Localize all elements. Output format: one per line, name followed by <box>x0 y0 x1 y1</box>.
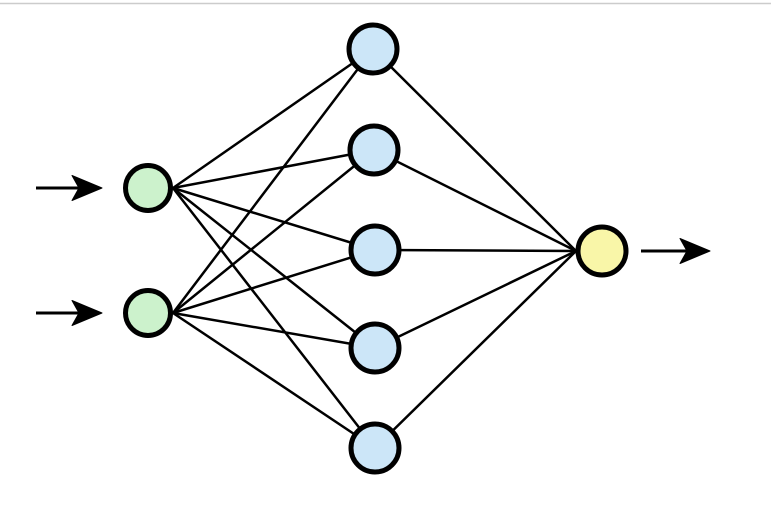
output-node-1 <box>575 224 629 278</box>
edge-input-1-hidden-2 <box>171 148 376 190</box>
hidden-node-1 <box>346 22 400 76</box>
input-node-2 <box>123 288 173 338</box>
edge-hidden-1-output-1 <box>371 47 578 253</box>
edge-hidden-3-output-1 <box>373 248 578 253</box>
input-arrow-2-head-icon <box>71 300 103 326</box>
output-arrow-head-icon <box>679 238 711 264</box>
edge-hidden-4-output-1 <box>373 249 578 350</box>
edge-input-1-hidden-5 <box>171 186 377 450</box>
edge-hidden-5-output-1 <box>373 249 578 450</box>
edge-input-2-hidden-5 <box>171 311 377 450</box>
hidden-node-2 <box>347 123 401 177</box>
edge-input-1-hidden-1 <box>171 47 375 190</box>
edge-input-2-hidden-2 <box>171 148 376 315</box>
edge-input-1-hidden-4 <box>171 186 377 350</box>
edge-input-2-hidden-3 <box>171 248 377 315</box>
input-node-1 <box>123 163 173 213</box>
edge-hidden-2-output-1 <box>372 148 578 253</box>
hidden-node-3 <box>348 223 402 277</box>
hidden-node-4 <box>348 321 402 375</box>
edge-input-1-hidden-3 <box>171 186 377 252</box>
edge-input-2-hidden-4 <box>171 311 377 350</box>
input-arrow-1-head-icon <box>71 175 103 201</box>
edge-input-2-hidden-1 <box>171 47 375 315</box>
hidden-node-5 <box>348 421 402 475</box>
